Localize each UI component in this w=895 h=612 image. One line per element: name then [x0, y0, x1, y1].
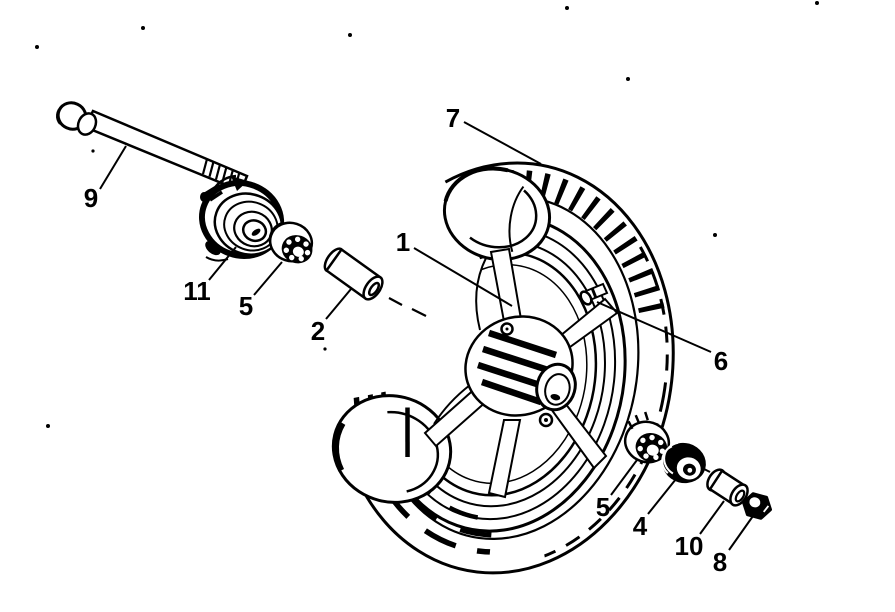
- callout-label-tire: 7: [446, 103, 460, 133]
- callout-label-collar: 10: [675, 531, 704, 561]
- bearing-right-part: [623, 411, 671, 464]
- callout-label-spacer-tube: 2: [311, 316, 325, 346]
- oil-seal-part: [661, 441, 711, 484]
- callout-label-speedometer-drive-unit: 11: [183, 276, 211, 306]
- axle-nut-part: [741, 492, 773, 520]
- callout-leader-collar: [699, 500, 725, 535]
- callout-leader-axle-bolt: [99, 145, 127, 190]
- valve-stem-part: [579, 282, 609, 306]
- callout-leader-bearing-left: [253, 261, 283, 296]
- callout-leader-wheel-hub: [413, 247, 513, 307]
- callout-label-valve-stem: 6: [714, 346, 728, 376]
- callout-leader-oil-seal: [647, 478, 677, 515]
- callout-label-oil-seal: 4: [633, 511, 648, 541]
- wheel-hub-body: [464, 315, 577, 428]
- callout-label-axle-bolt: 9: [84, 183, 98, 213]
- axle-bolt-part: [56, 101, 249, 193]
- callout-leader-valve-stem: [596, 301, 712, 353]
- speedometer-drive-part: [199, 174, 285, 262]
- callout-leader-tire: [463, 121, 542, 165]
- callout-label-bearing-right: 5: [596, 492, 610, 522]
- tire-bead-opening-top: [442, 166, 552, 262]
- bearing-left-part: [268, 221, 314, 264]
- callout-label-axle-nut: 8: [713, 547, 727, 577]
- collar-part: [706, 468, 749, 507]
- callout-leader-bearing-right: [610, 459, 638, 496]
- tread-marks-bottom: [353, 368, 505, 555]
- callout-leader-axle-nut: [728, 515, 754, 551]
- scan-specks: [35, 1, 819, 428]
- callout-label-wheel-hub: 1: [396, 227, 410, 257]
- callout-leader-speedometer-drive-unit: [208, 246, 237, 281]
- tire-bead-opening-bottom: [331, 394, 453, 504]
- wheel-rim: [387, 215, 627, 533]
- spacer-tube-part: [323, 247, 427, 317]
- callout-label-bearing-left: 5: [239, 291, 253, 321]
- callout-leader-spacer-tube: [325, 288, 352, 320]
